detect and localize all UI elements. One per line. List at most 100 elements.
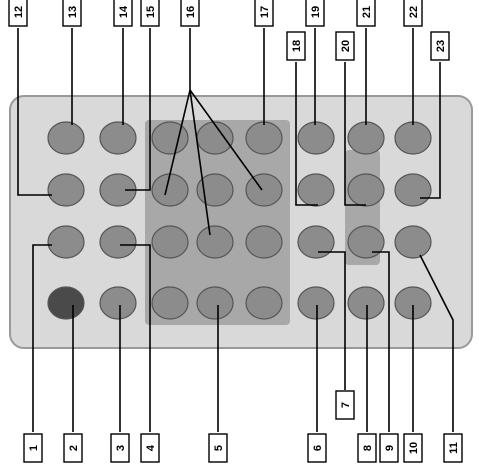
callout-box	[254, 0, 274, 27]
remote-button	[245, 225, 283, 259]
remote-button	[394, 225, 432, 259]
callout-7: 7	[335, 390, 355, 420]
leader-line	[318, 251, 346, 390]
remote-button	[196, 173, 234, 207]
leader-line	[419, 254, 454, 432]
remote-button	[297, 121, 335, 155]
remote-button	[151, 286, 189, 320]
callout-number: 2	[68, 445, 80, 451]
callout-2: 2	[63, 433, 83, 463]
remote-button	[245, 173, 283, 207]
remote-button	[151, 121, 189, 155]
remote-button	[151, 173, 189, 207]
callout-10: 10	[403, 433, 423, 463]
leader-line	[32, 244, 52, 432]
remote-button	[347, 121, 385, 155]
callout-box	[379, 433, 399, 463]
callout-number: 12	[13, 6, 25, 18]
leader-line	[344, 62, 366, 206]
callout-number: 22	[408, 6, 420, 18]
callout-19: 19	[305, 0, 325, 27]
callout-number: 13	[67, 6, 79, 18]
callout-number: 19	[310, 6, 322, 18]
remote-button	[297, 173, 335, 207]
leader-line	[189, 89, 211, 236]
callout-1: 1	[23, 433, 43, 463]
callout-box	[335, 390, 355, 420]
callout-box	[403, 433, 423, 463]
callout-20: 20	[335, 31, 355, 61]
callout-11: 11	[443, 433, 463, 463]
callout-box	[8, 0, 28, 27]
remote-button	[245, 286, 283, 320]
callout-number: 21	[361, 6, 373, 18]
callout-13: 13	[62, 0, 82, 27]
callout-number: 14	[118, 5, 130, 18]
callout-box	[443, 433, 463, 463]
callout-5: 5	[208, 433, 228, 463]
callout-box	[305, 0, 325, 27]
callout-box	[110, 433, 130, 463]
dpad-panel	[145, 120, 290, 325]
leader-line	[125, 28, 151, 191]
callout-number: 9	[384, 445, 396, 451]
remote-button	[245, 121, 283, 155]
remote-button	[47, 121, 85, 155]
callout-number: 15	[145, 6, 157, 18]
remote-button	[47, 225, 85, 259]
remote-button	[196, 121, 234, 155]
callout-22: 22	[403, 0, 423, 27]
remote-button	[47, 286, 85, 320]
callout-21: 21	[356, 0, 376, 27]
callout-number: 11	[448, 442, 460, 454]
callout-16: 16	[180, 0, 200, 27]
leader-line	[17, 28, 52, 196]
remote-button	[394, 173, 432, 207]
callout-number: 3	[115, 445, 127, 451]
callout-number: 23	[435, 40, 447, 52]
callout-15: 15	[140, 0, 160, 27]
leader-line	[372, 251, 390, 432]
callout-box	[356, 0, 376, 27]
remote-button	[151, 225, 189, 259]
remote-button	[196, 286, 234, 320]
leader-line	[120, 244, 151, 432]
callout-box	[140, 433, 160, 463]
remote-button	[394, 121, 432, 155]
callout-box	[62, 0, 82, 27]
callout-18: 18	[286, 31, 306, 61]
callout-number: 17	[259, 6, 271, 18]
remote-button	[196, 225, 234, 259]
callout-number: 8	[362, 445, 374, 451]
callout-box	[357, 433, 377, 463]
callout-6: 6	[307, 433, 327, 463]
callout-number: 1	[28, 445, 40, 451]
callout-box	[63, 433, 83, 463]
callout-box	[208, 433, 228, 463]
leader-line	[164, 89, 191, 196]
callout-23: 23	[430, 31, 450, 61]
remote-button	[99, 286, 137, 320]
remote-button	[47, 173, 85, 207]
callout-number: 7	[340, 402, 352, 408]
callout-number: 4	[145, 444, 157, 451]
callout-number: 18	[291, 40, 303, 52]
remote-button	[297, 225, 335, 259]
callout-box	[430, 31, 450, 61]
callout-number: 5	[213, 445, 225, 451]
leader-lines	[17, 28, 454, 432]
remote-button	[347, 286, 385, 320]
callout-12: 12	[8, 0, 28, 27]
callout-box	[286, 31, 306, 61]
callout-box	[403, 0, 423, 27]
callout-number: 6	[312, 445, 324, 451]
callout-17: 17	[254, 0, 274, 27]
callout-box	[23, 433, 43, 463]
callout-9: 9	[379, 433, 399, 463]
callout-box	[140, 0, 160, 27]
callout-box	[307, 433, 327, 463]
callout-number: 20	[340, 40, 352, 52]
callout-number: 10	[408, 442, 420, 454]
